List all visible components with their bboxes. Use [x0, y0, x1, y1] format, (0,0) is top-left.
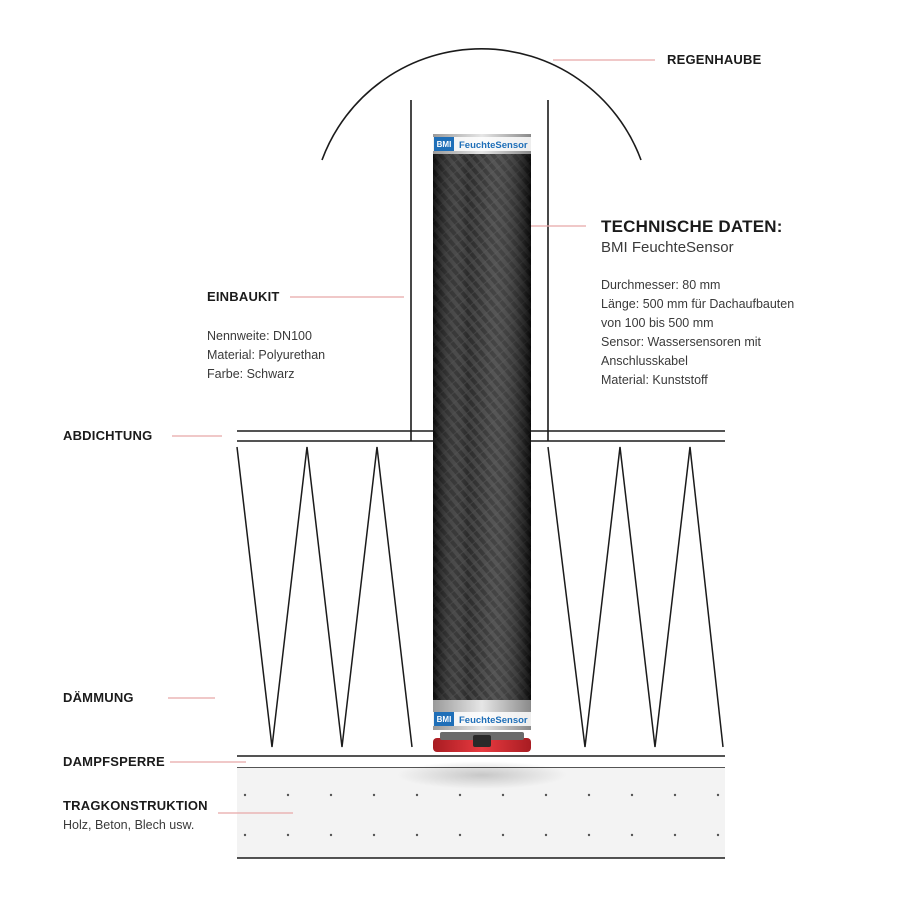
leader-lines: [168, 59, 655, 814]
support-structure-dots: [243, 793, 720, 837]
technical-line: Material: Kunststoff: [601, 373, 708, 387]
einbaukit-detail: Farbe: Schwarz: [207, 367, 295, 381]
sensor-shadow: [397, 761, 567, 789]
sensor-top-name: FeuchteSensor: [459, 140, 528, 151]
label-tragkonstruktion: TRAGKONSTRUKTION: [63, 798, 208, 813]
technical-subtitle: BMI FeuchteSensor: [601, 239, 734, 256]
einbaukit-detail: Nennweite: DN100: [207, 329, 312, 343]
sensor-bottom-brand-badge: [434, 712, 454, 726]
rain-hood-arc: [321, 48, 642, 161]
sensor-top-brand-badge: [434, 137, 454, 151]
einbaukit-details: Nennweite: DN100 Material: Polyurethan F…: [207, 327, 325, 384]
tragkonstruktion-subtitle: Holz, Beton, Blech usw.: [63, 818, 195, 832]
technical-line: von 100 bis 500 mm: [601, 316, 714, 330]
technical-line: Sensor: Wassersensoren mit: [601, 335, 762, 349]
einbaukit-detail: Material: Polyurethan: [207, 348, 326, 362]
sensor-bottom-name: FeuchteSensor: [459, 715, 528, 726]
technical-title: TECHNISCHE DATEN:: [601, 217, 783, 236]
moisture-sensor: BMI FeuchteSensor BMI FeuchteSensor: [433, 134, 531, 752]
label-einbaukit: EINBAUKIT: [207, 289, 280, 304]
insulation-zigzag-right: [547, 446, 724, 748]
technical-line: Länge: 500 mm für Dachaufbauten: [601, 297, 795, 311]
technical-line: Durchmesser: 80 mm: [601, 278, 721, 292]
label-dampfsperre: DAMPFSPERRE: [63, 754, 165, 769]
sensor-top-brand: BMI: [437, 140, 452, 149]
label-regenhaube: REGENHAUBE: [667, 52, 762, 67]
technical-lines: Durchmesser: 80 mm Länge: 500 mm für Dac…: [601, 276, 794, 390]
label-daemmung: DÄMMUNG: [63, 690, 134, 705]
label-abdichtung: ABDICHTUNG: [63, 428, 153, 443]
sensor-bottom-brand: BMI: [437, 715, 452, 724]
insulation-zigzag-left: [236, 446, 413, 748]
technical-line: Anschlusskabel: [601, 354, 688, 368]
